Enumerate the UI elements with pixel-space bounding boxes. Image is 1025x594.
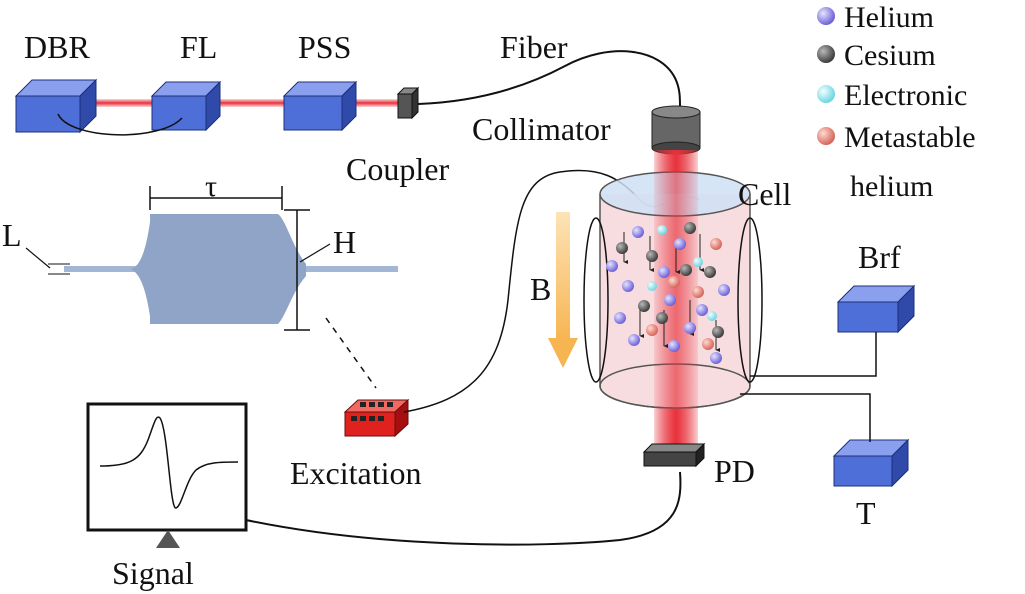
legend-electronic-label: Electronic — [844, 79, 967, 112]
waveform-burst — [150, 214, 278, 324]
h-label: H — [333, 224, 356, 260]
brf-label: Brf — [858, 239, 901, 275]
legend-metastable-label: Metastable — [844, 121, 976, 154]
dbr-label: DBR — [24, 29, 90, 65]
pd-signal-wire — [245, 471, 682, 546]
legend: Helium Cesium Electronic Metastable heli… — [817, 1, 976, 203]
brf-box: Brf — [836, 239, 916, 334]
coil-right — [737, 217, 763, 383]
cell-label: Cell — [738, 176, 791, 212]
l-pointer — [25, 247, 51, 269]
laser-beam-dbr-fl — [80, 99, 166, 107]
coil-left — [583, 217, 609, 383]
atoms — [606, 222, 730, 364]
laser-beam-pss-coupler — [344, 99, 402, 107]
laser-beam-fl-pss — [212, 99, 296, 107]
waveform-dashed-link — [325, 317, 377, 389]
legend-helium-marker — [817, 7, 835, 25]
legend-metastable-label-line2: helium — [850, 170, 933, 203]
monitor-stand — [156, 530, 180, 548]
b-label: B — [530, 271, 551, 307]
collimator-label: Collimator — [472, 111, 611, 147]
signal-label: Signal — [112, 555, 194, 591]
pd-label: PD — [714, 453, 755, 489]
fiber-label: Fiber — [500, 29, 568, 65]
vapor-cell: Cell — [583, 150, 791, 450]
waveform-rise — [130, 222, 150, 316]
waveform-decay — [278, 214, 306, 324]
legend-cesium-label: Cesium — [844, 39, 936, 72]
dbr-box — [14, 78, 98, 134]
coupler-block — [396, 86, 420, 120]
excitation-label: Excitation — [290, 455, 422, 491]
l-label: L — [2, 217, 22, 253]
fiber-cable — [417, 50, 681, 107]
signal-monitor: Signal — [86, 402, 248, 591]
legend-electronic-marker — [817, 85, 835, 103]
excitation-waveform: τ H L — [2, 170, 398, 389]
pss-box — [282, 80, 358, 132]
pss-label: PSS — [298, 29, 351, 65]
excitation-device: Excitation — [290, 398, 422, 491]
brf-wire — [750, 332, 877, 377]
legend-helium-label: Helium — [844, 1, 934, 34]
b-field-arrow: B — [530, 212, 578, 368]
t-label: T — [856, 495, 876, 531]
laser-chain: DBR FL PSS Fiber Coupler — [14, 29, 681, 187]
legend-metastable-marker — [817, 127, 835, 145]
photodetector: PD — [642, 442, 755, 489]
tau-label: τ — [205, 170, 217, 203]
signal-trace — [99, 416, 239, 509]
fl-label: FL — [180, 29, 217, 65]
t-wire — [740, 393, 871, 442]
fl-box — [150, 80, 222, 132]
dbr-fl-wire — [57, 113, 183, 136]
legend-cesium-marker — [817, 45, 835, 63]
monitor-screen — [86, 402, 248, 532]
t-box: T — [832, 438, 910, 531]
collimator: Collimator — [472, 105, 701, 155]
coupler-label: Coupler — [346, 151, 449, 187]
